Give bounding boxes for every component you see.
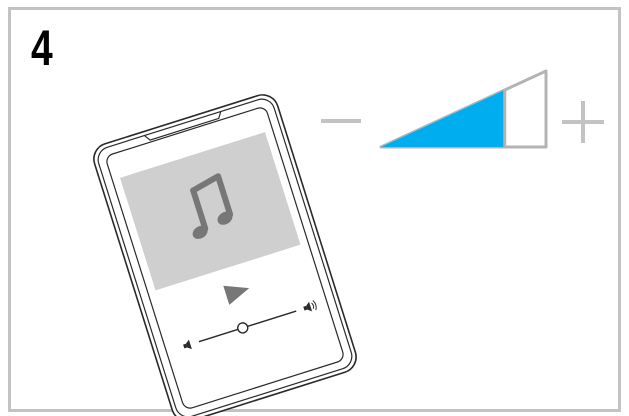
minus-icon[interactable] xyxy=(321,119,361,123)
volume-indicator xyxy=(321,71,604,147)
plus-icon[interactable] xyxy=(562,101,604,143)
phone-device xyxy=(90,91,360,416)
